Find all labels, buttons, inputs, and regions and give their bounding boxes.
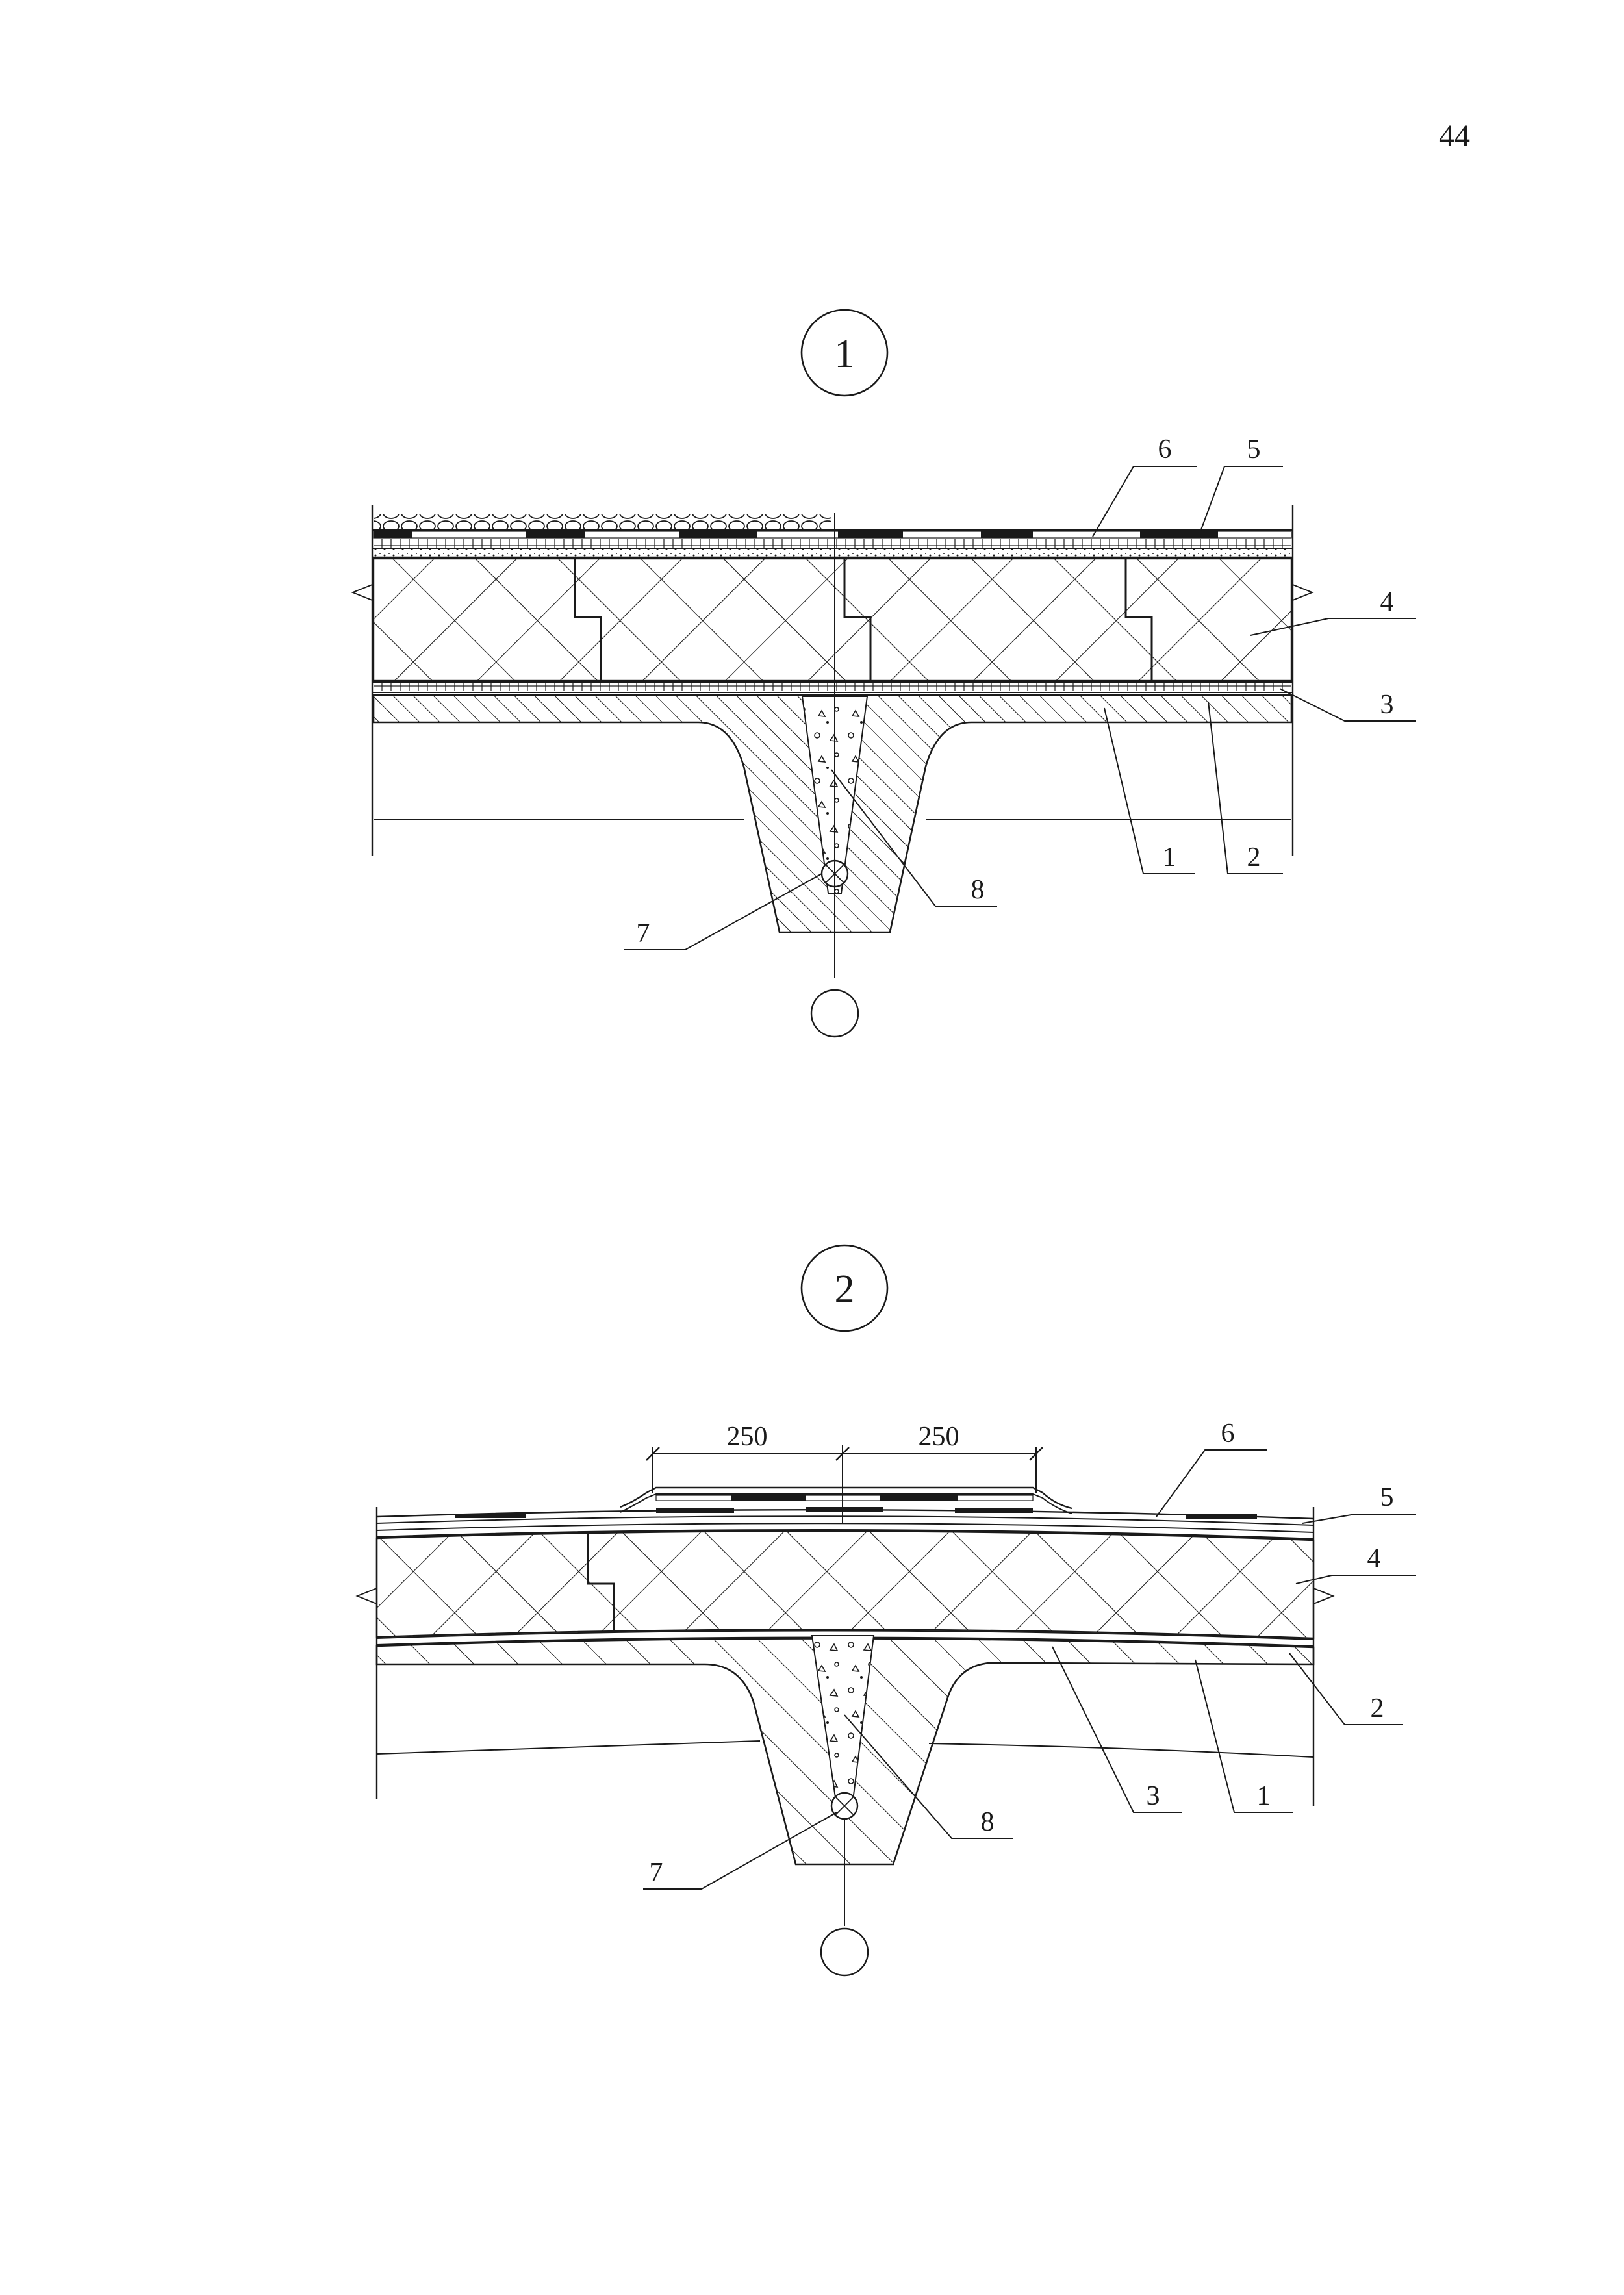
detail-2-number: 2 bbox=[835, 1267, 855, 1312]
detail-2-number-circle bbox=[800, 1244, 889, 1332]
detail-1-callout-3: 3 bbox=[1380, 690, 1394, 720]
detail-1-callout-8: 8 bbox=[971, 875, 985, 905]
detail-2-callout-5: 5 bbox=[1380, 1482, 1394, 1512]
detail-1: 1 bbox=[351, 309, 1416, 1038]
detail-2-callout-3: 3 bbox=[1147, 1781, 1160, 1811]
dimension-left: 250 bbox=[727, 1422, 768, 1452]
detail-2-callout-2: 2 bbox=[1371, 1693, 1384, 1723]
detail-1-callout-5: 5 bbox=[1247, 435, 1261, 464]
membrane-layers bbox=[373, 531, 1292, 539]
insulation-layer bbox=[374, 559, 1291, 681]
vapour-barrier-layer bbox=[374, 683, 1291, 691]
detail-1-callout-1: 1 bbox=[1163, 843, 1176, 872]
detail-2-callout-4: 4 bbox=[1367, 1543, 1381, 1573]
detail-1-callout-6: 6 bbox=[1158, 435, 1172, 464]
detail-1-callout-2: 2 bbox=[1247, 843, 1261, 872]
axis-marker bbox=[820, 1927, 869, 1977]
detail-1-number-circle bbox=[800, 309, 889, 397]
detail-1-callout-7: 7 bbox=[637, 919, 650, 948]
axis-marker bbox=[810, 989, 859, 1038]
insulation-layer bbox=[375, 1530, 1315, 1640]
reinforcing-strip bbox=[620, 1486, 1072, 1514]
detail-1-number: 1 bbox=[835, 332, 855, 376]
membrane-marks bbox=[455, 1507, 1257, 1519]
page-number: 44 bbox=[1439, 119, 1470, 153]
dimension-right: 250 bbox=[919, 1422, 959, 1452]
detail-2-callout-1: 1 bbox=[1257, 1781, 1271, 1811]
gravel-layer bbox=[374, 514, 831, 529]
detail-2-callout-8: 8 bbox=[981, 1807, 995, 1837]
detail-1-callout-4: 4 bbox=[1380, 587, 1394, 617]
detail-2-callout-6: 6 bbox=[1221, 1419, 1235, 1449]
detail-2: 2 250 250 bbox=[355, 1244, 1416, 1977]
detail-2-callout-7: 7 bbox=[650, 1858, 663, 1888]
